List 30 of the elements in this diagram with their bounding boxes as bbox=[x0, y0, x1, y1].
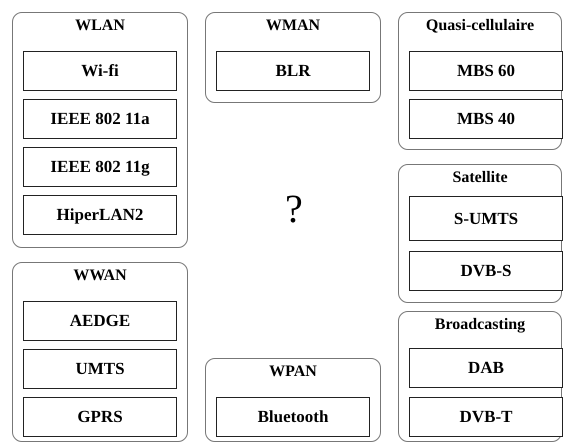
technology-box: UMTS bbox=[23, 349, 177, 389]
group-heading: WWAN bbox=[73, 267, 127, 285]
technology-box: IEEE 802 11g bbox=[23, 147, 177, 187]
technology-box: MBS 60 bbox=[409, 51, 563, 91]
group-heading: WLAN bbox=[75, 17, 125, 35]
group-heading: Quasi-cellulaire bbox=[426, 17, 534, 35]
group-heading: WMAN bbox=[266, 17, 320, 35]
technology-box: S-UMTS bbox=[409, 196, 563, 241]
category-group bbox=[398, 164, 562, 303]
technology-box: DVB-T bbox=[409, 397, 563, 437]
category-group bbox=[12, 12, 188, 248]
technology-box: IEEE 802 11a bbox=[23, 99, 177, 139]
technology-box: DVB-S bbox=[409, 251, 563, 291]
category-group bbox=[398, 12, 562, 150]
technology-box: Bluetooth bbox=[216, 397, 370, 437]
technology-box: BLR bbox=[216, 51, 370, 91]
group-heading: WPAN bbox=[269, 363, 317, 381]
category-group bbox=[205, 12, 381, 103]
technology-box: GPRS bbox=[23, 397, 177, 437]
category-group bbox=[205, 358, 381, 442]
technology-box: MBS 40 bbox=[409, 99, 563, 139]
technology-box: HiperLAN2 bbox=[23, 195, 177, 235]
technology-box: AEDGE bbox=[23, 301, 177, 341]
question-mark: ? bbox=[285, 185, 303, 232]
technology-box: Wi-fi bbox=[23, 51, 177, 91]
technology-box: DAB bbox=[409, 348, 563, 388]
category-group bbox=[398, 311, 562, 442]
category-group bbox=[12, 262, 188, 442]
group-heading: Broadcasting bbox=[434, 316, 526, 334]
group-heading: Satellite bbox=[452, 169, 508, 187]
